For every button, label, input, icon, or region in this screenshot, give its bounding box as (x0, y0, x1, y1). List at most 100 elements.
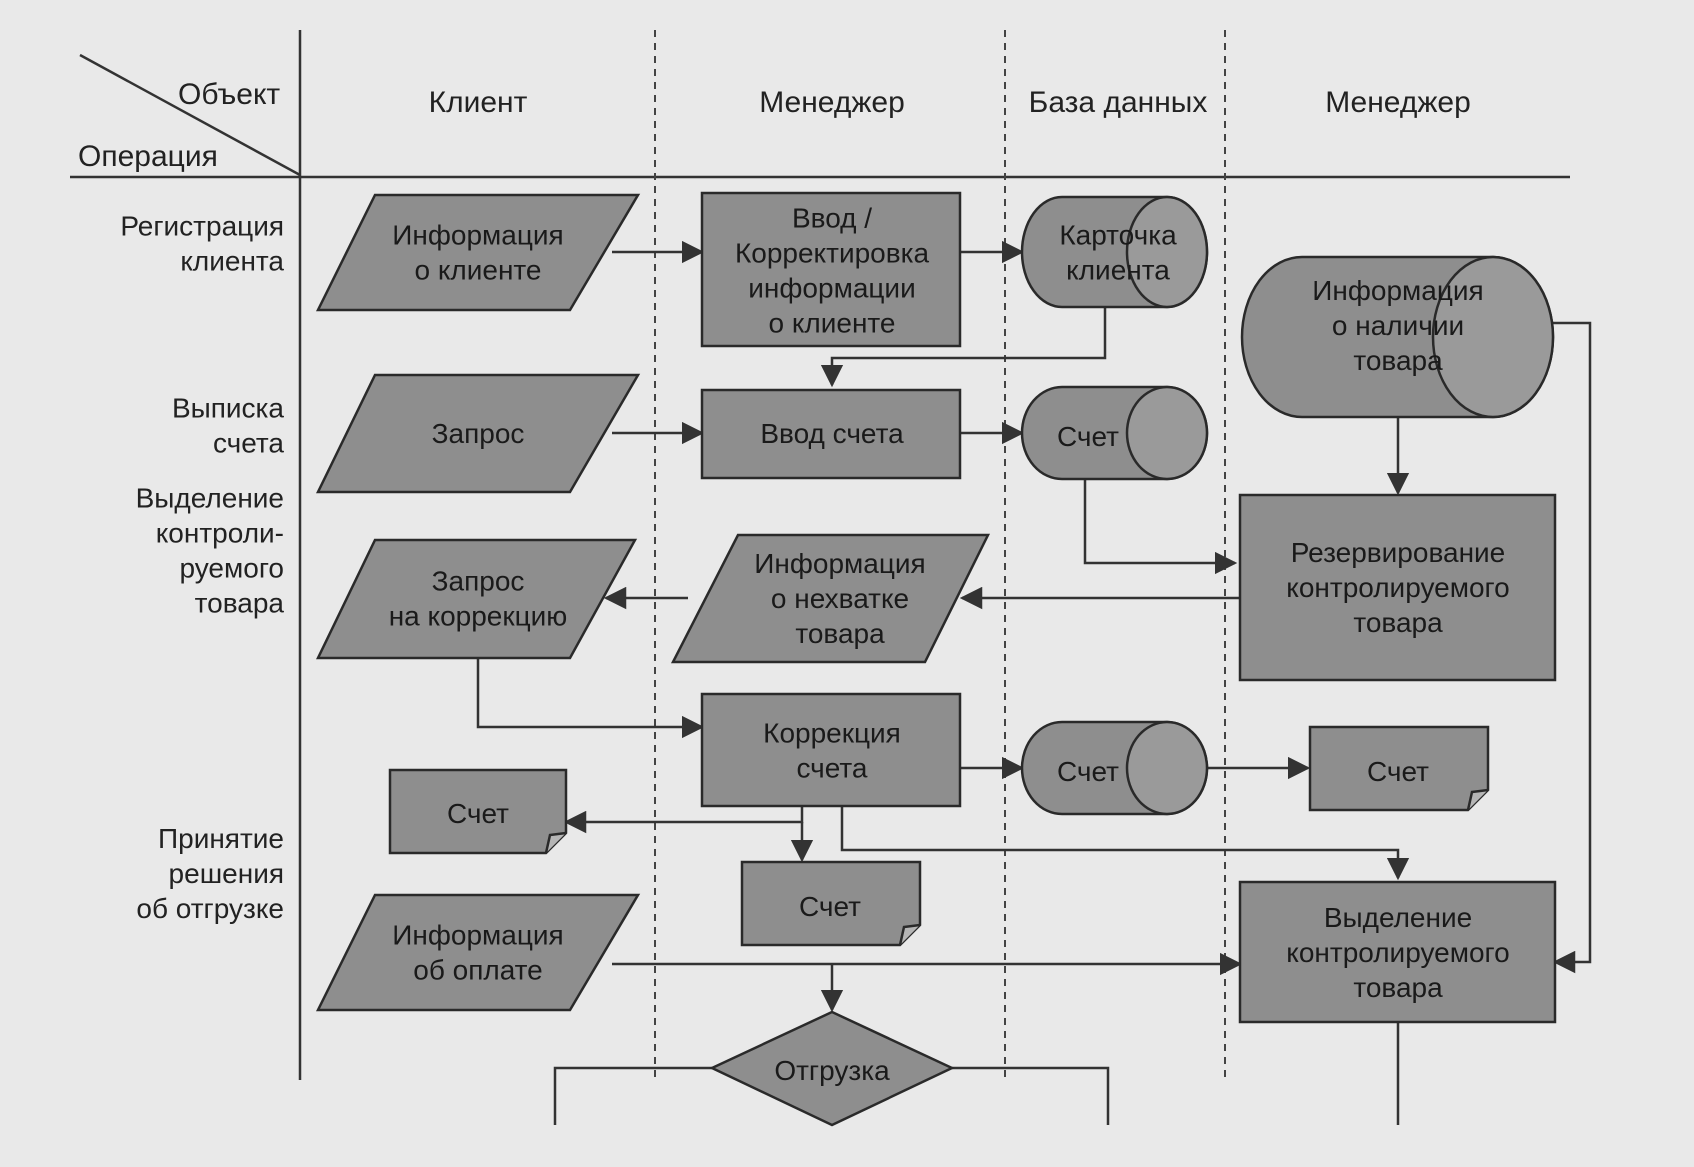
label-line: Запрос (432, 418, 525, 449)
payment-info-parallelogram (315, 893, 641, 1012)
column-header-database: База данных (1029, 86, 1208, 119)
connectors (476, 240, 1592, 1125)
label-line: руемого (179, 553, 284, 584)
label-line: контролируемого (1286, 572, 1509, 603)
shipment-right-exit (952, 1066, 1110, 1125)
reserve-box (1238, 493, 1557, 682)
label-line: счета (213, 428, 284, 459)
label-line: Принятие (158, 823, 284, 854)
arrow-stock-to-allocate (1552, 321, 1592, 974)
arrow-correction-to-allocate (840, 806, 1410, 881)
label-line: Ввод счета (760, 418, 904, 449)
label-line: решения (169, 858, 284, 889)
client-card-cylinder (1020, 195, 1209, 309)
shipment-left-exit (553, 1066, 712, 1125)
label-line: контролируемого (1286, 937, 1509, 968)
header-operation-label: Операция (78, 140, 218, 173)
label-line: клиента (1066, 255, 1170, 286)
label-line: Счет (447, 798, 509, 829)
label-line: Выделение (1324, 902, 1472, 933)
label-line: Счет (799, 891, 861, 922)
invoice-db-cylinder-2 (1020, 720, 1209, 816)
label-line: о клиенте (768, 308, 895, 339)
shipment-label: Отгрузка (774, 1055, 890, 1086)
label-line: товара (1353, 345, 1443, 376)
request-parallelogram (316, 373, 641, 494)
correction-request-label: Запрос на коррекцию (389, 566, 568, 632)
label-line: информации (748, 273, 915, 304)
client-info-label: Информация о клиенте (392, 220, 563, 286)
invoice-doc-middle-fold (898, 923, 921, 946)
shape-labels: Информация о клиенте Ввод / Корректировка и… (389, 203, 1510, 1087)
shortage-info-label: Информация о нехватке товара (754, 548, 925, 649)
label-line: Счет (1367, 756, 1429, 787)
label-line: Запрос (432, 566, 525, 597)
invoice-db-cylinder-1 (1020, 385, 1209, 481)
label-line: Выделение (136, 483, 284, 514)
invoice-correction-box (700, 692, 962, 808)
invoice-db-1-label: Счет (1057, 421, 1119, 452)
label-line: товара (195, 588, 285, 619)
allocate-label: Выделение контролируемого товара (1286, 902, 1509, 1003)
label-line: о наличии (1332, 310, 1464, 341)
label-line: товара (1353, 607, 1443, 638)
invoice-doc-middle-label: Счет (799, 891, 861, 922)
operation-label-shipment-decision: Принятие решения об отгрузке (136, 823, 284, 924)
stock-info-label: Информация о наличии товара (1312, 275, 1483, 376)
label-line: Корректировка (735, 238, 930, 269)
label-line: контроли- (156, 518, 284, 549)
client-info-parallelogram (315, 193, 641, 312)
invoice-doc-client-fold (544, 831, 567, 854)
arrow-request-to-invoice-correction (476, 658, 705, 739)
label-line: на коррекцию (389, 601, 568, 632)
label-line: об отгрузке (136, 893, 284, 924)
label-line: товара (795, 618, 885, 649)
shipment-diamond (709, 1010, 955, 1127)
invoice-doc-manager-label: Счет (1367, 756, 1429, 787)
allocate-box (1238, 880, 1557, 1024)
label-line: Ввод / (792, 203, 872, 234)
column-header-manager-2: Менеджер (1325, 86, 1471, 119)
invoice-db-2-label: Счет (1057, 756, 1119, 787)
invoice-entry-box (700, 388, 962, 480)
invoice-entry-label: Ввод счета (760, 418, 904, 449)
label-line: Информация (1312, 275, 1483, 306)
header-diagonal-line (79, 53, 301, 177)
payment-info-label: Информация об оплате (392, 920, 563, 986)
label-line: товара (1353, 972, 1443, 1003)
arrow-db-to-reserve (1083, 472, 1238, 575)
label-line: об оплате (413, 955, 543, 986)
column-header-manager: Менеджер (759, 86, 905, 119)
label-line: Информация (392, 920, 563, 951)
label-line: Карточка (1059, 220, 1177, 251)
label-line: клиента (180, 246, 284, 277)
label-line: о нехватке (771, 583, 909, 614)
correction-request-parallelogram (316, 538, 638, 660)
shapes (315, 191, 1557, 1127)
stock-info-cylinder (1240, 255, 1555, 419)
label-line: Выписка (172, 393, 284, 424)
label-line: о клиенте (414, 255, 541, 286)
header-object-label: Объект (178, 78, 280, 111)
input-client-box (700, 191, 962, 348)
input-client-label: Ввод / Корректировка информации о клиенте (735, 203, 930, 339)
label-line: Информация (392, 220, 563, 251)
label-line: Резервирование (1291, 537, 1506, 568)
client-card-label: Карточка клиента (1059, 220, 1177, 286)
reserve-label: Резервирование контролируемого товара (1286, 537, 1509, 638)
operation-label-invoice: Выписка счета (172, 393, 284, 459)
shortage-info-parallelogram (670, 533, 991, 664)
label-line: Счет (1057, 421, 1119, 452)
column-header-client: Клиент (429, 86, 528, 119)
invoice-doc-manager-fold (1466, 788, 1489, 811)
arrow-card-to-invoice-entry (820, 307, 1107, 388)
label-line: Отгрузка (774, 1055, 890, 1086)
operation-label-allocation: Выделение контроли-руемого товара (136, 483, 285, 619)
label-line: Информация (754, 548, 925, 579)
invoice-doc-client-label: Счет (447, 798, 509, 829)
label-line: счета (797, 753, 868, 784)
